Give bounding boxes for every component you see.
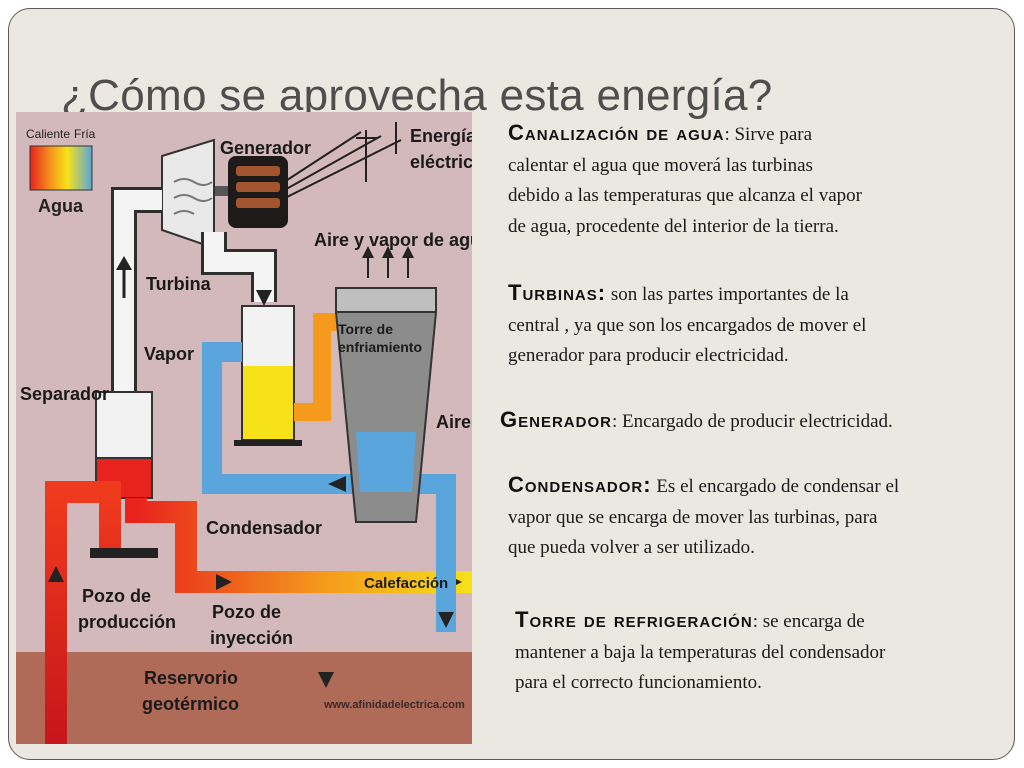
ground-layer <box>16 652 472 744</box>
label-energia-1: Energía <box>410 126 472 146</box>
label-pozo-produccion-2: producción <box>78 612 176 632</box>
cooling-tower-icon <box>334 246 438 523</box>
warm-water-return <box>294 313 346 421</box>
hot-water-pipe <box>125 498 472 593</box>
label-torre-2: enfriamiento <box>338 339 422 355</box>
section-canalizacion: Canalización de agua: Sirve para calenta… <box>508 120 862 237</box>
label-reservorio-1: Reservorio <box>144 668 238 688</box>
heading-generador: Generador <box>500 407 612 432</box>
condenser-icon <box>234 305 302 446</box>
section-condensador: Condensador: Es el encargado de condensa… <box>508 472 900 558</box>
label-condensador: Condensador <box>206 518 322 538</box>
geothermal-diagram: Caliente Fría Agua <box>16 112 472 744</box>
label-torre-1: Torre de <box>338 321 393 337</box>
production-riser <box>45 481 121 744</box>
label-generador: Generador <box>220 138 311 158</box>
label-vapor: Vapor <box>144 344 194 364</box>
label-aire: Aire <box>436 412 471 432</box>
legend-hot-label: Caliente <box>26 127 70 141</box>
slide-title: ¿Cómo se aprovecha esta energía? <box>61 71 773 120</box>
label-energia-2: eléctrica <box>410 152 472 172</box>
label-watermark: www.afinidadelectrica.com <box>323 699 465 711</box>
temperature-legend: Caliente Fría Agua <box>26 127 96 216</box>
legend-cold-label: Fría <box>74 127 96 141</box>
section-generador: Generador: Encargado de producir electri… <box>500 407 893 432</box>
exhaust-pipe <box>204 232 274 302</box>
cold-water-loop <box>202 342 456 632</box>
legend-water-label: Agua <box>38 196 84 216</box>
heading-turbinas: Turbinas: <box>508 280 607 305</box>
power-lines-icon <box>280 122 402 201</box>
label-aire-vapor: Aire y vapor de agua <box>314 230 472 250</box>
turbine-icon <box>161 138 215 250</box>
heading-canalizacion: Canalización de agua <box>508 120 725 145</box>
label-reservorio-2: geotérmico <box>142 694 239 714</box>
generator-icon <box>212 156 288 228</box>
label-separador: Separador <box>20 384 109 404</box>
separator-icon <box>90 391 158 558</box>
steam-pipe <box>114 190 162 394</box>
label-pozo-produccion-1: Pozo de <box>82 586 151 606</box>
label-pozo-inyeccion-1: Pozo de <box>212 602 281 622</box>
section-turbinas: Turbinas: son las partes importantes de … <box>508 280 867 366</box>
label-pozo-inyeccion-2: inyección <box>210 628 293 648</box>
heading-condensador: Condensador: <box>508 472 652 497</box>
heading-torre: Torre de refrigeración <box>515 607 753 632</box>
label-calefaccion: Calefacción <box>364 575 448 592</box>
section-torre: Torre de refrigeración: se encarga de ma… <box>515 607 886 693</box>
label-turbina: Turbina <box>146 274 212 294</box>
